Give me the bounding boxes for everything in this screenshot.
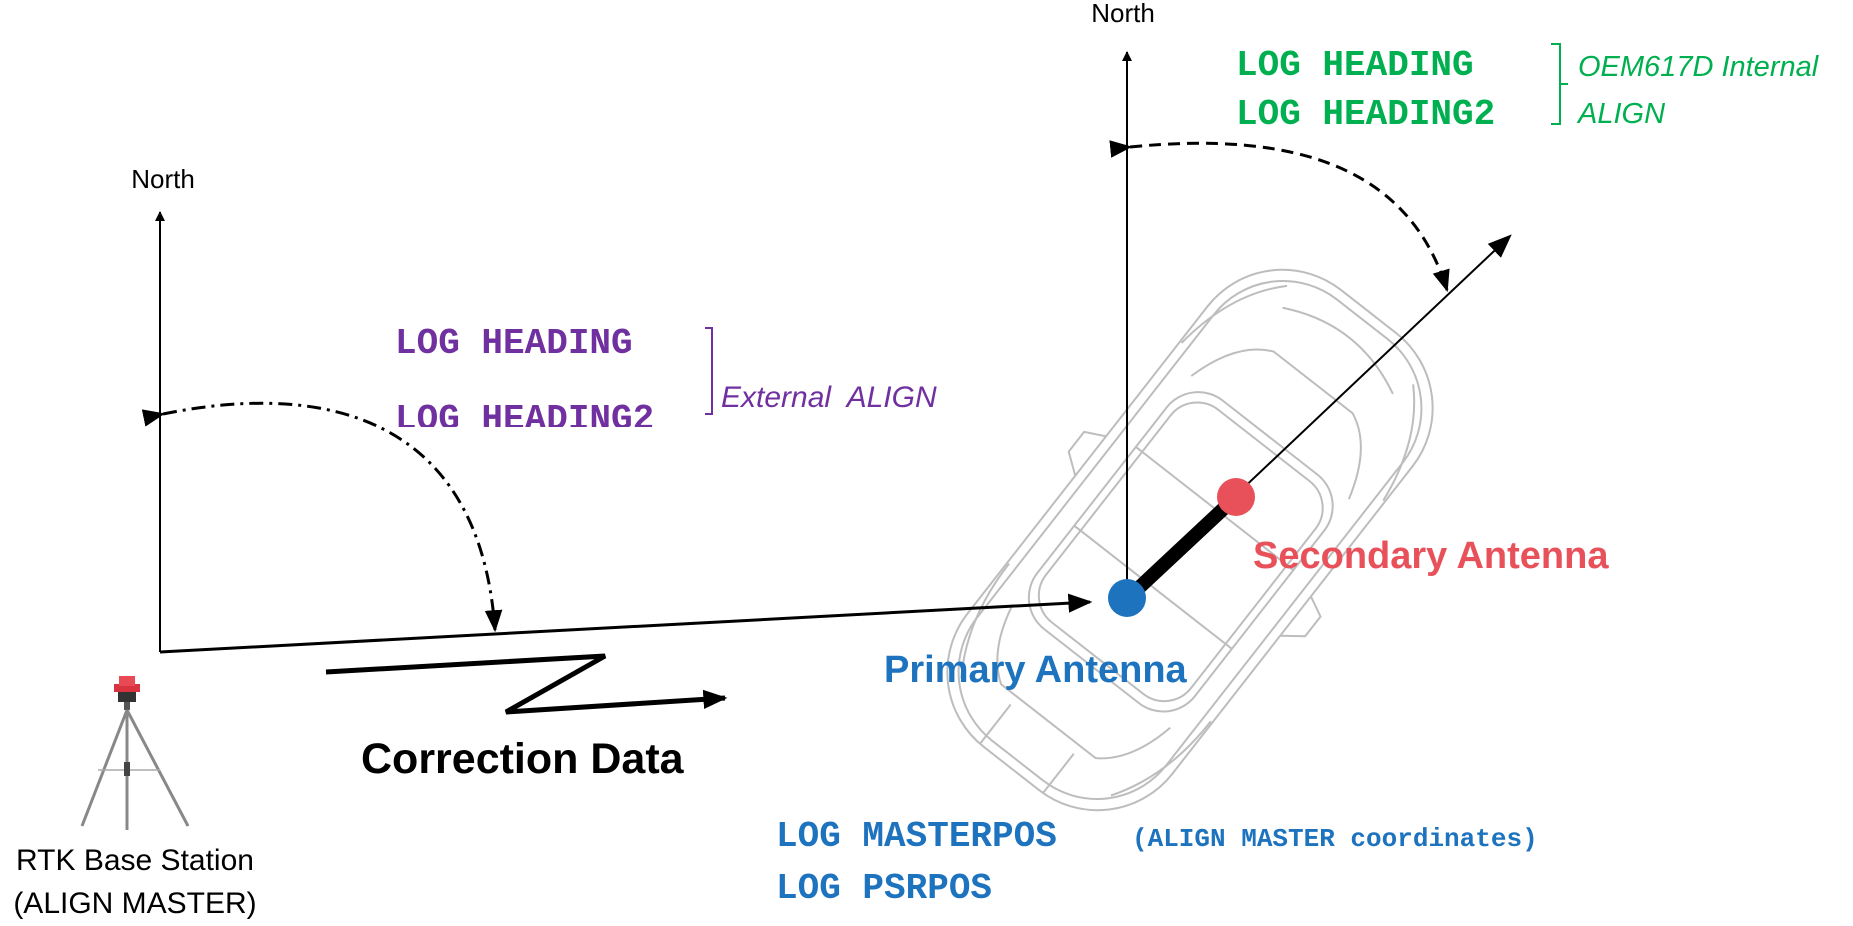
right-north-label: North xyxy=(1091,0,1155,28)
external-align-label: External ALIGN xyxy=(721,381,937,414)
secondary-antenna-marker xyxy=(1217,478,1255,516)
antenna-baseline xyxy=(1121,490,1243,605)
base-station-label-line1: RTK Base Station xyxy=(16,844,254,877)
external-log-heading: LOG HEADING xyxy=(395,323,633,364)
log-masterpos-note: (ALIGN MASTER coordinates) xyxy=(1132,824,1538,854)
external-log-heading2: LOG HEADING2 xyxy=(395,399,654,440)
primary-antenna-marker xyxy=(1108,579,1146,617)
internal-heading-arc xyxy=(1109,140,1450,293)
primary-antenna-label: Primary Antenna xyxy=(884,649,1188,691)
internal-align-bracket xyxy=(1551,43,1568,125)
log-masterpos: LOG MASTERPOS xyxy=(776,816,1057,857)
internal-align-label-1: OEM617D Internal xyxy=(1578,51,1820,83)
correction-data-lightning-icon xyxy=(325,653,728,715)
secondary-antenna-label: Secondary Antenna xyxy=(1253,535,1609,577)
baseline-vector xyxy=(159,593,1093,654)
internal-log-heading: LOG HEADING xyxy=(1236,45,1474,86)
car-outline-icon xyxy=(946,268,1434,812)
internal-align-label-2: ALIGN xyxy=(1576,98,1665,130)
base-station-label-line2: (ALIGN MASTER) xyxy=(13,887,256,920)
external-align-bracket xyxy=(705,327,713,415)
left-north-label: North xyxy=(131,164,195,194)
internal-log-heading2: LOG HEADING2 xyxy=(1236,94,1495,135)
log-psrpos: LOG PSRPOS xyxy=(776,868,992,909)
correction-data-label: Correction Data xyxy=(361,735,685,783)
rtk-base-station-icon xyxy=(80,676,190,830)
external-heading-arc xyxy=(141,401,503,633)
external-log-heading2-clip: LOG HEADING2 xyxy=(395,399,654,440)
